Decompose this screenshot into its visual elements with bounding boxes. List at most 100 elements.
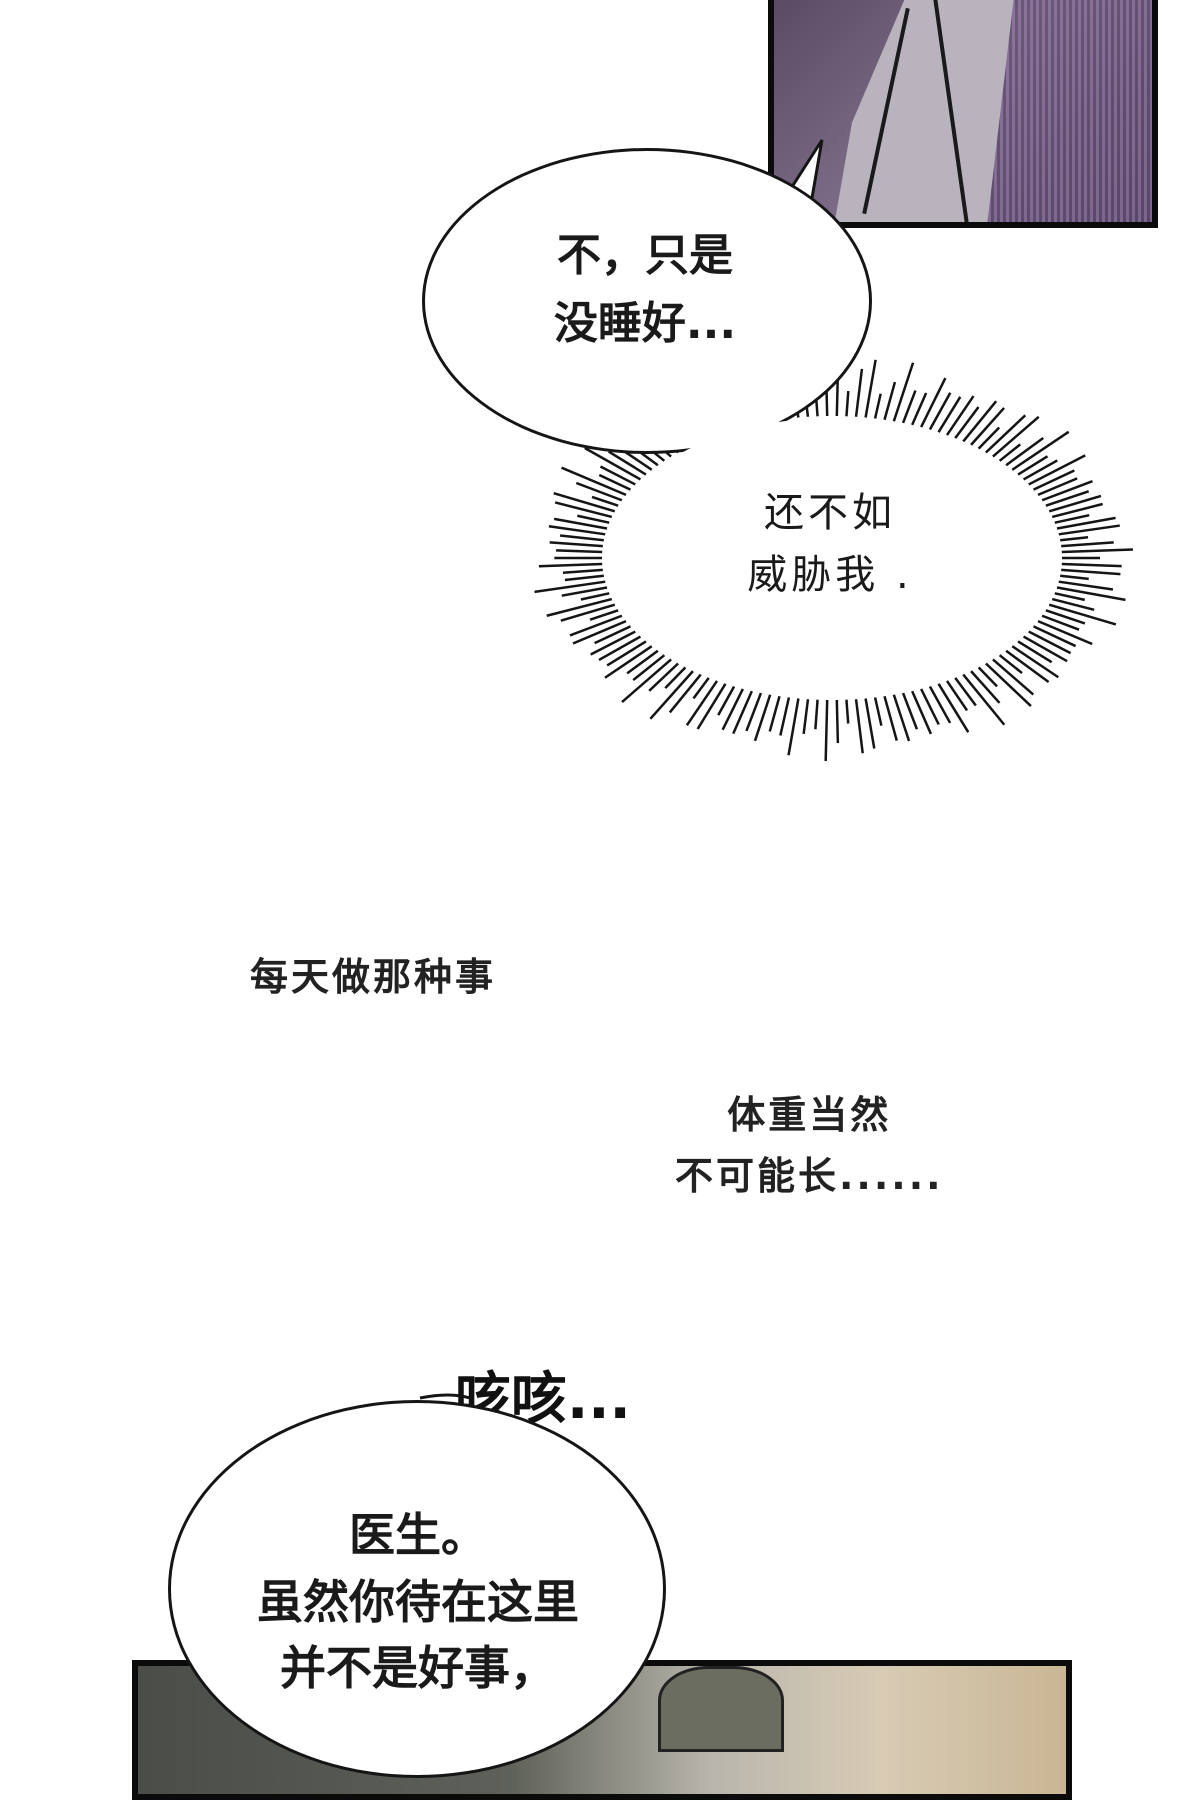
burst-spike	[845, 390, 850, 417]
burst-spike	[892, 694, 911, 742]
burst-spike	[814, 699, 819, 730]
burst-spike	[569, 614, 623, 637]
burst-spike	[873, 697, 883, 726]
burst-spike	[632, 654, 666, 682]
burst-spike	[538, 562, 603, 568]
burst-spike	[1054, 592, 1086, 602]
speech-bubble	[422, 148, 872, 454]
burst-spike	[599, 465, 636, 486]
burst-spike	[1022, 459, 1058, 481]
burst-spike	[864, 698, 876, 749]
burst-spike	[626, 649, 659, 675]
burst-spike	[564, 574, 604, 582]
burst-spike	[553, 492, 616, 513]
burst-spike	[920, 688, 940, 726]
burst-spike	[1037, 619, 1093, 646]
burst-spike	[696, 683, 727, 730]
top-comic-panel	[768, 0, 1158, 228]
burst-spike	[1017, 455, 1049, 476]
burst-spike	[562, 568, 603, 574]
burst-spike	[911, 690, 933, 735]
burst-spike	[1060, 574, 1089, 581]
burst-spike	[1045, 609, 1086, 625]
burst-spike	[1061, 541, 1114, 548]
burst-spike	[998, 654, 1023, 675]
burst-spike	[992, 415, 1040, 458]
burst-spike	[556, 549, 603, 554]
burst-spike	[1061, 548, 1133, 554]
burst-spike	[970, 670, 1001, 704]
burst-spike	[549, 541, 603, 548]
burst-spike	[604, 645, 653, 679]
burst-spike	[1054, 513, 1090, 524]
burst-spike	[732, 690, 753, 735]
narration-text: 体重当然 不可能长......	[675, 1093, 944, 1198]
burst-spike	[598, 473, 631, 491]
burst-spike	[1061, 562, 1122, 568]
burst-spike	[992, 658, 1035, 696]
burst-spike	[920, 377, 947, 428]
narration-text: 每天做那种事	[250, 955, 497, 999]
burst-spike	[1011, 430, 1070, 471]
burst-bubble-text: 还不如 威胁我 .	[747, 490, 913, 598]
burst-spike	[1051, 597, 1095, 612]
burst-spike	[977, 426, 1001, 450]
burst-spike	[1060, 535, 1089, 542]
burst-spike	[561, 586, 608, 597]
burst-spike	[768, 695, 781, 732]
burst-spike	[561, 466, 627, 497]
burst-spike	[649, 670, 694, 720]
burst-spike	[753, 694, 772, 742]
burst-spike	[892, 362, 915, 422]
burst-spike	[608, 450, 647, 476]
burst-spike	[554, 501, 613, 519]
burst-spike	[721, 688, 744, 731]
burst-spike	[590, 630, 636, 656]
burst-spike	[945, 395, 975, 436]
burst-spike	[854, 699, 864, 754]
burst-spike	[928, 685, 952, 724]
burst-spike	[1048, 603, 1117, 626]
burst-spike	[1041, 614, 1080, 631]
burst-spike	[606, 640, 647, 667]
burst-spike	[962, 400, 998, 443]
burst-spike	[553, 517, 608, 530]
speech-bubble-tail	[419, 1393, 471, 1400]
burst-spike	[717, 685, 736, 716]
burst-spike	[802, 699, 810, 735]
burst-spike	[864, 359, 877, 418]
burst-spike	[560, 603, 616, 622]
burst-spike	[534, 580, 606, 594]
burst-spike	[998, 443, 1022, 462]
burst-spike	[1045, 490, 1090, 507]
burst-spike	[580, 592, 610, 601]
burst-spike	[1005, 649, 1050, 683]
burst-spike	[985, 414, 1027, 454]
burst-spike	[1028, 454, 1086, 486]
burst-spike	[985, 662, 1032, 707]
burst-spike	[648, 662, 679, 692]
burst-spike	[692, 677, 710, 700]
burst-spike	[548, 524, 606, 536]
burst-spike	[1033, 469, 1075, 491]
speech-bubble-text: 医生。 虽然你待在这里 并不是好事，	[257, 1508, 579, 1696]
burst-spike	[572, 619, 627, 645]
burst-spike	[559, 534, 604, 542]
burst-spike	[1051, 502, 1103, 519]
burst-spike	[546, 597, 613, 617]
burst-spike	[1058, 580, 1114, 591]
burst-spike	[928, 392, 952, 431]
burst-spike	[883, 381, 897, 421]
burst-spike	[945, 680, 969, 712]
burst-spike	[1048, 494, 1102, 513]
burst-spike	[598, 635, 642, 662]
burst-spike	[1028, 630, 1072, 655]
burst-spike	[937, 683, 970, 733]
burst-spike	[577, 514, 610, 524]
burst-spike	[845, 699, 850, 724]
burst-spike	[1041, 480, 1093, 502]
burst-spike	[1011, 645, 1060, 679]
burst-spike	[589, 609, 619, 621]
burst-spike	[873, 393, 882, 419]
burst-spike	[668, 673, 702, 714]
